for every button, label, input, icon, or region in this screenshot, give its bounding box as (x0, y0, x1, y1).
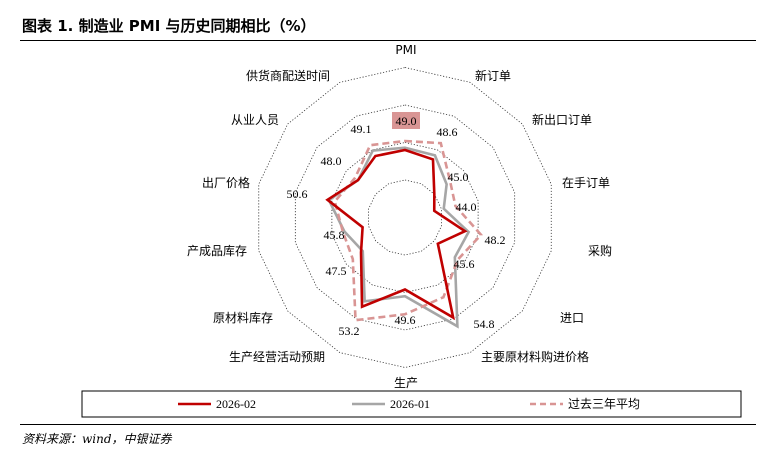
axis-label: 主要原材料购进价格 (481, 349, 589, 364)
axis-label: 进口 (560, 311, 584, 325)
data-label: 49.1 (351, 122, 372, 136)
legend-label: 2026-01 (390, 397, 430, 411)
figure-title: 图表 1. 制造业 PMI 与历史同期相比（%） (22, 17, 316, 35)
axis-label: 供货商配送时间 (246, 68, 330, 83)
data-label: 50.6 (287, 187, 308, 201)
axis-label: 新订单 (475, 68, 511, 83)
axis-label: 原材料库存 (213, 310, 273, 325)
data-label: 48.0 (321, 154, 342, 168)
data-label-highlight (392, 112, 420, 129)
data-label: 48.2 (485, 233, 506, 247)
data-label: 44.0 (456, 200, 477, 214)
axis-label: 从业人员 (231, 113, 279, 127)
series-line-1 (325, 148, 468, 321)
data-label: 48.6 (437, 125, 458, 139)
data-label: 53.2 (339, 324, 360, 338)
data-label: 47.5 (326, 264, 347, 278)
source-note: 资料来源：wind，中银证券 (22, 432, 172, 446)
data-label: 49.0 (396, 114, 417, 128)
axis-label: PMI (395, 43, 416, 57)
top-rule (20, 40, 756, 41)
data-label: 49.6 (395, 313, 416, 327)
grid-ring (368, 179, 442, 256)
axis-label: 产成品库存 (187, 243, 247, 258)
data-label: 45.8 (324, 228, 345, 242)
axis-label: 生产经营活动预期 (229, 350, 325, 364)
axis-label: 新出口订单 (532, 112, 592, 127)
data-label: 45.0 (448, 170, 469, 184)
series-line-3 (333, 139, 483, 322)
axis-label: 出厂价格 (202, 175, 250, 190)
axis-label: 采购 (588, 243, 612, 258)
axis-label: 生产 (394, 376, 418, 390)
legend-label: 过去三年平均 (568, 397, 640, 411)
bottom-rule (20, 424, 756, 425)
legend-label: 2026-02 (216, 397, 256, 411)
data-label: 45.6 (454, 257, 475, 271)
data-label: 54.8 (474, 317, 495, 331)
axis-label: 在手订单 (562, 176, 610, 190)
